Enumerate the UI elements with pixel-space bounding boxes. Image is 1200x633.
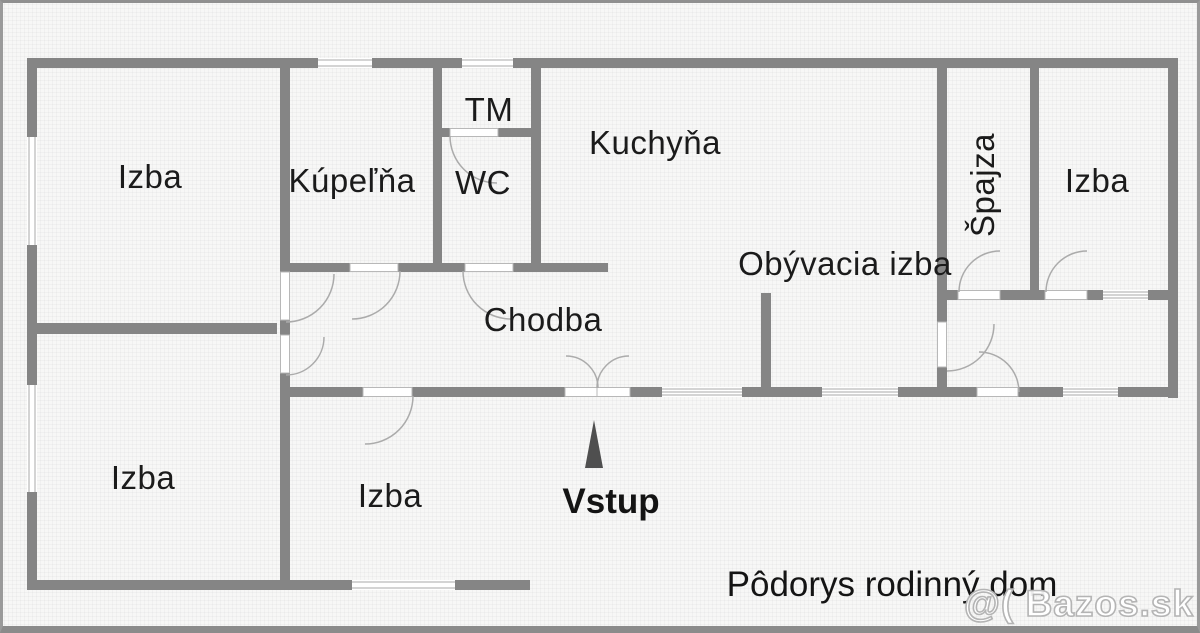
walls xyxy=(27,58,1178,590)
door-leaf-izba-top-right xyxy=(1044,290,1088,300)
door-leaf-entrance-right xyxy=(596,387,631,397)
wall-south-2 xyxy=(412,387,565,397)
wall-vert-e xyxy=(1030,68,1039,295)
wall-top-1 xyxy=(27,58,318,68)
door-leaf-entrance-left xyxy=(564,387,598,397)
room-label-izba-top-left: Izba xyxy=(117,158,183,195)
window-top-2 xyxy=(462,58,513,68)
wall-south-3 xyxy=(630,387,662,397)
window-bottom-left xyxy=(352,580,455,590)
door-arc-entrance-left xyxy=(565,355,599,389)
wall-right-rooms-1 xyxy=(947,290,958,300)
door-leaf-wc xyxy=(464,263,514,272)
wall-vert-d2 xyxy=(937,367,947,397)
wall-stub xyxy=(761,293,771,397)
wall-bottom-1 xyxy=(27,580,352,590)
door-arc-hall-south xyxy=(978,351,1020,393)
entrance-arrow-icon xyxy=(585,420,603,468)
bazos-watermark: @( Bazos.sk xyxy=(963,582,1194,625)
room-label-izba-bottom-middle: Izba xyxy=(357,477,423,514)
wall-vert-b xyxy=(433,68,442,272)
window-right-room xyxy=(1103,290,1148,300)
wall-right-rooms-3 xyxy=(1087,290,1103,300)
wall-vert-c xyxy=(531,68,541,272)
wall-vert-a1 xyxy=(280,68,290,272)
entrance-label: Vstup xyxy=(562,482,660,521)
wall-right-rooms-2 xyxy=(1000,290,1045,300)
windows xyxy=(27,58,1148,590)
door-arc-izba-top-right xyxy=(1045,250,1088,293)
wall-corridor-2 xyxy=(398,263,465,272)
room-label-kuchyna: Kuchyňa xyxy=(589,124,721,161)
wall-vert-d1 xyxy=(937,68,947,322)
room-label-obyvacia-izba: Obývacia izba xyxy=(738,245,952,282)
wall-corridor-1 xyxy=(280,263,350,272)
window-left-2 xyxy=(27,385,37,492)
wall-left-2 xyxy=(27,245,37,385)
wall-right-rooms-4 xyxy=(1148,290,1168,300)
wall-south-4 xyxy=(742,387,822,397)
wall-corridor-3 xyxy=(513,263,608,272)
wall-top-3 xyxy=(513,58,1178,68)
wall-bottom-2 xyxy=(455,580,530,590)
door-leaf-tm xyxy=(449,128,499,137)
door-arc-izba-bottom-middle xyxy=(364,395,414,445)
wall-right xyxy=(1168,58,1178,398)
door-leaves xyxy=(280,128,1088,397)
room-label-izba-bottom-left: Izba xyxy=(110,459,176,496)
door-arc-izba-top-left xyxy=(285,273,335,323)
wall-left-1 xyxy=(27,58,37,137)
room-label-spajza: Špajza xyxy=(964,133,1001,237)
door-leaf-izba-bottom-left xyxy=(280,334,290,374)
plan-caption: Pôdorys rodinný dom xyxy=(726,565,1058,604)
wall-south-1 xyxy=(280,387,363,397)
door-arc-tm xyxy=(449,135,498,184)
door-arc-spajza xyxy=(958,250,1001,293)
wall-south-7 xyxy=(1118,387,1178,397)
wall-left-3 xyxy=(27,492,37,590)
door-arc-kupelna xyxy=(351,270,401,320)
wall-vert-a2 xyxy=(280,320,290,335)
door-leaf-izba-top-left xyxy=(280,271,290,321)
wall-left-divider xyxy=(27,323,277,334)
door-arc-izba-bottom-left xyxy=(285,336,325,376)
door-arc-obyvacia xyxy=(946,323,995,372)
door-leaf-kupelna xyxy=(349,263,399,272)
window-south-2 xyxy=(822,387,898,397)
room-label-kupelna: Kúpeľňa xyxy=(288,162,416,199)
door-leaf-izba-bottom-middle xyxy=(362,387,413,397)
wall-tm-1 xyxy=(442,128,450,137)
room-label-wc: WC xyxy=(455,164,511,201)
window-south-3 xyxy=(1063,387,1118,397)
window-left-1 xyxy=(27,137,37,245)
wall-top-2 xyxy=(372,58,462,68)
wall-south-6 xyxy=(1018,387,1063,397)
window-south-1 xyxy=(662,387,742,397)
door-arcs xyxy=(285,135,1088,445)
wall-vert-a3 xyxy=(280,373,290,585)
room-label-chodba: Chodba xyxy=(483,301,603,338)
window-top-1 xyxy=(318,58,372,68)
door-arc-entrance-right xyxy=(596,355,630,389)
door-leaf-hall-south xyxy=(976,387,1019,397)
wall-tm-2 xyxy=(498,128,531,137)
door-leaf-obyvacia xyxy=(937,321,947,368)
door-leaf-spajza xyxy=(957,290,1001,300)
room-label-tm: TM xyxy=(464,91,514,128)
door-arc-wc xyxy=(462,270,512,320)
room-label-izba-top-right: Izba xyxy=(1064,162,1130,199)
